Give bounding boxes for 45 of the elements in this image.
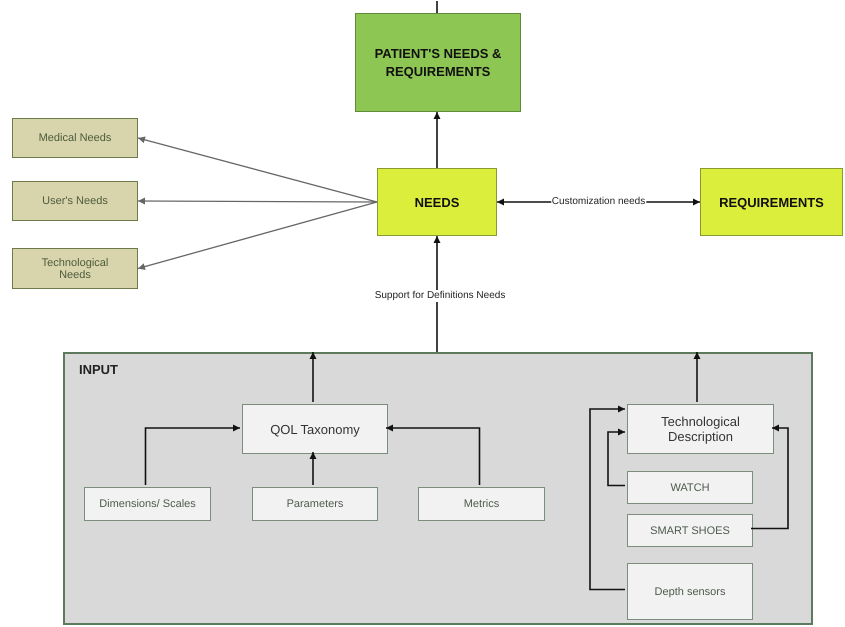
arrow xyxy=(310,452,316,485)
node-label: Medical Needs xyxy=(38,132,112,144)
arrow xyxy=(144,424,240,485)
process-box xyxy=(700,168,843,236)
arrow xyxy=(138,198,377,205)
node-label: WATCH xyxy=(669,482,711,494)
process-box xyxy=(242,404,388,454)
node-label: Depth sensors xyxy=(654,586,726,598)
arrow xyxy=(751,424,789,530)
arrow xyxy=(310,352,316,402)
node-label: SMART SHOES xyxy=(649,524,731,536)
node-label: QOL Taxonomy xyxy=(270,422,360,436)
input-box xyxy=(627,563,753,620)
node-label: Metrics xyxy=(462,498,500,510)
node-label: PATIENT'S NEEDS & REQUIREMENTS xyxy=(374,44,502,80)
category-box xyxy=(12,248,138,289)
arrow xyxy=(138,201,378,270)
arrow xyxy=(607,428,625,486)
input-box xyxy=(627,471,753,504)
arrow xyxy=(386,424,480,485)
arrow xyxy=(434,112,440,168)
input-box xyxy=(418,487,545,521)
category-box xyxy=(12,181,138,221)
connector-line xyxy=(436,1,438,13)
process-box xyxy=(377,168,497,236)
input-box xyxy=(84,487,211,521)
group-title: INPUT xyxy=(79,362,118,377)
arrow xyxy=(694,352,700,402)
node-label: Dimensions/ Scales xyxy=(98,498,197,510)
arrow xyxy=(589,406,625,590)
arrow xyxy=(138,136,378,203)
node-label: NEEDS xyxy=(414,194,460,210)
node-label: REQUIREMENTS xyxy=(719,194,824,210)
category-box xyxy=(12,118,138,158)
arrow xyxy=(434,236,440,352)
node-label: Parameters xyxy=(286,498,344,510)
input-box xyxy=(252,487,378,521)
node-label: Technological Needs xyxy=(40,256,110,280)
group-panel xyxy=(63,352,813,625)
edge-label: Support for Definitions Needs xyxy=(374,290,506,302)
node-label: User's Needs xyxy=(41,195,109,207)
process-box xyxy=(627,404,774,454)
result-box xyxy=(355,13,521,112)
node-label: Technological Description xyxy=(660,414,741,444)
input-box xyxy=(627,514,753,547)
